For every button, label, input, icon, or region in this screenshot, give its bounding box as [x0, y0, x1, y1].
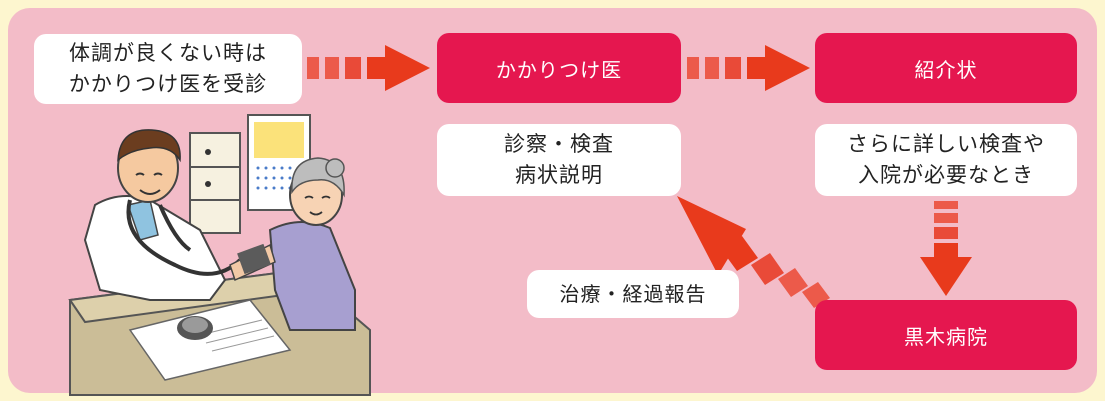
intro-box: 体調が良くない時は かかりつけ医を受診	[34, 34, 302, 104]
referral-letter-label: 紹介状	[914, 57, 978, 82]
further-line2: 入院が必要なとき	[858, 163, 1034, 187]
report-label: 治療・経過報告	[559, 281, 707, 306]
arrow-diagonal-icon	[677, 196, 830, 308]
intro-line1: 体調が良くない時は	[69, 41, 267, 65]
exam-line2: 病状説明	[515, 163, 603, 187]
further-exam-box: さらに詳しい検査や 入院が必要なとき	[815, 124, 1077, 196]
family-doctor-label: かかりつけ医	[495, 57, 623, 82]
report-box: 治療・経過報告	[527, 270, 739, 318]
arrow-right-icon	[307, 45, 430, 91]
exam-box: 診察・検査 病状説明	[437, 124, 681, 196]
exam-line1: 診察・検査	[504, 132, 614, 156]
hospital-label: 黒木病院	[904, 324, 988, 349]
further-line1: さらに詳しい検査や	[847, 132, 1045, 156]
arrow-right-icon	[687, 45, 810, 91]
family-doctor-box: かかりつけ医	[437, 33, 681, 103]
intro-line2: かかりつけ医を受診	[68, 72, 268, 96]
hospital-box: 黒木病院	[815, 300, 1077, 370]
referral-letter-box: 紹介状	[815, 33, 1077, 103]
arrow-down-icon	[920, 201, 972, 296]
